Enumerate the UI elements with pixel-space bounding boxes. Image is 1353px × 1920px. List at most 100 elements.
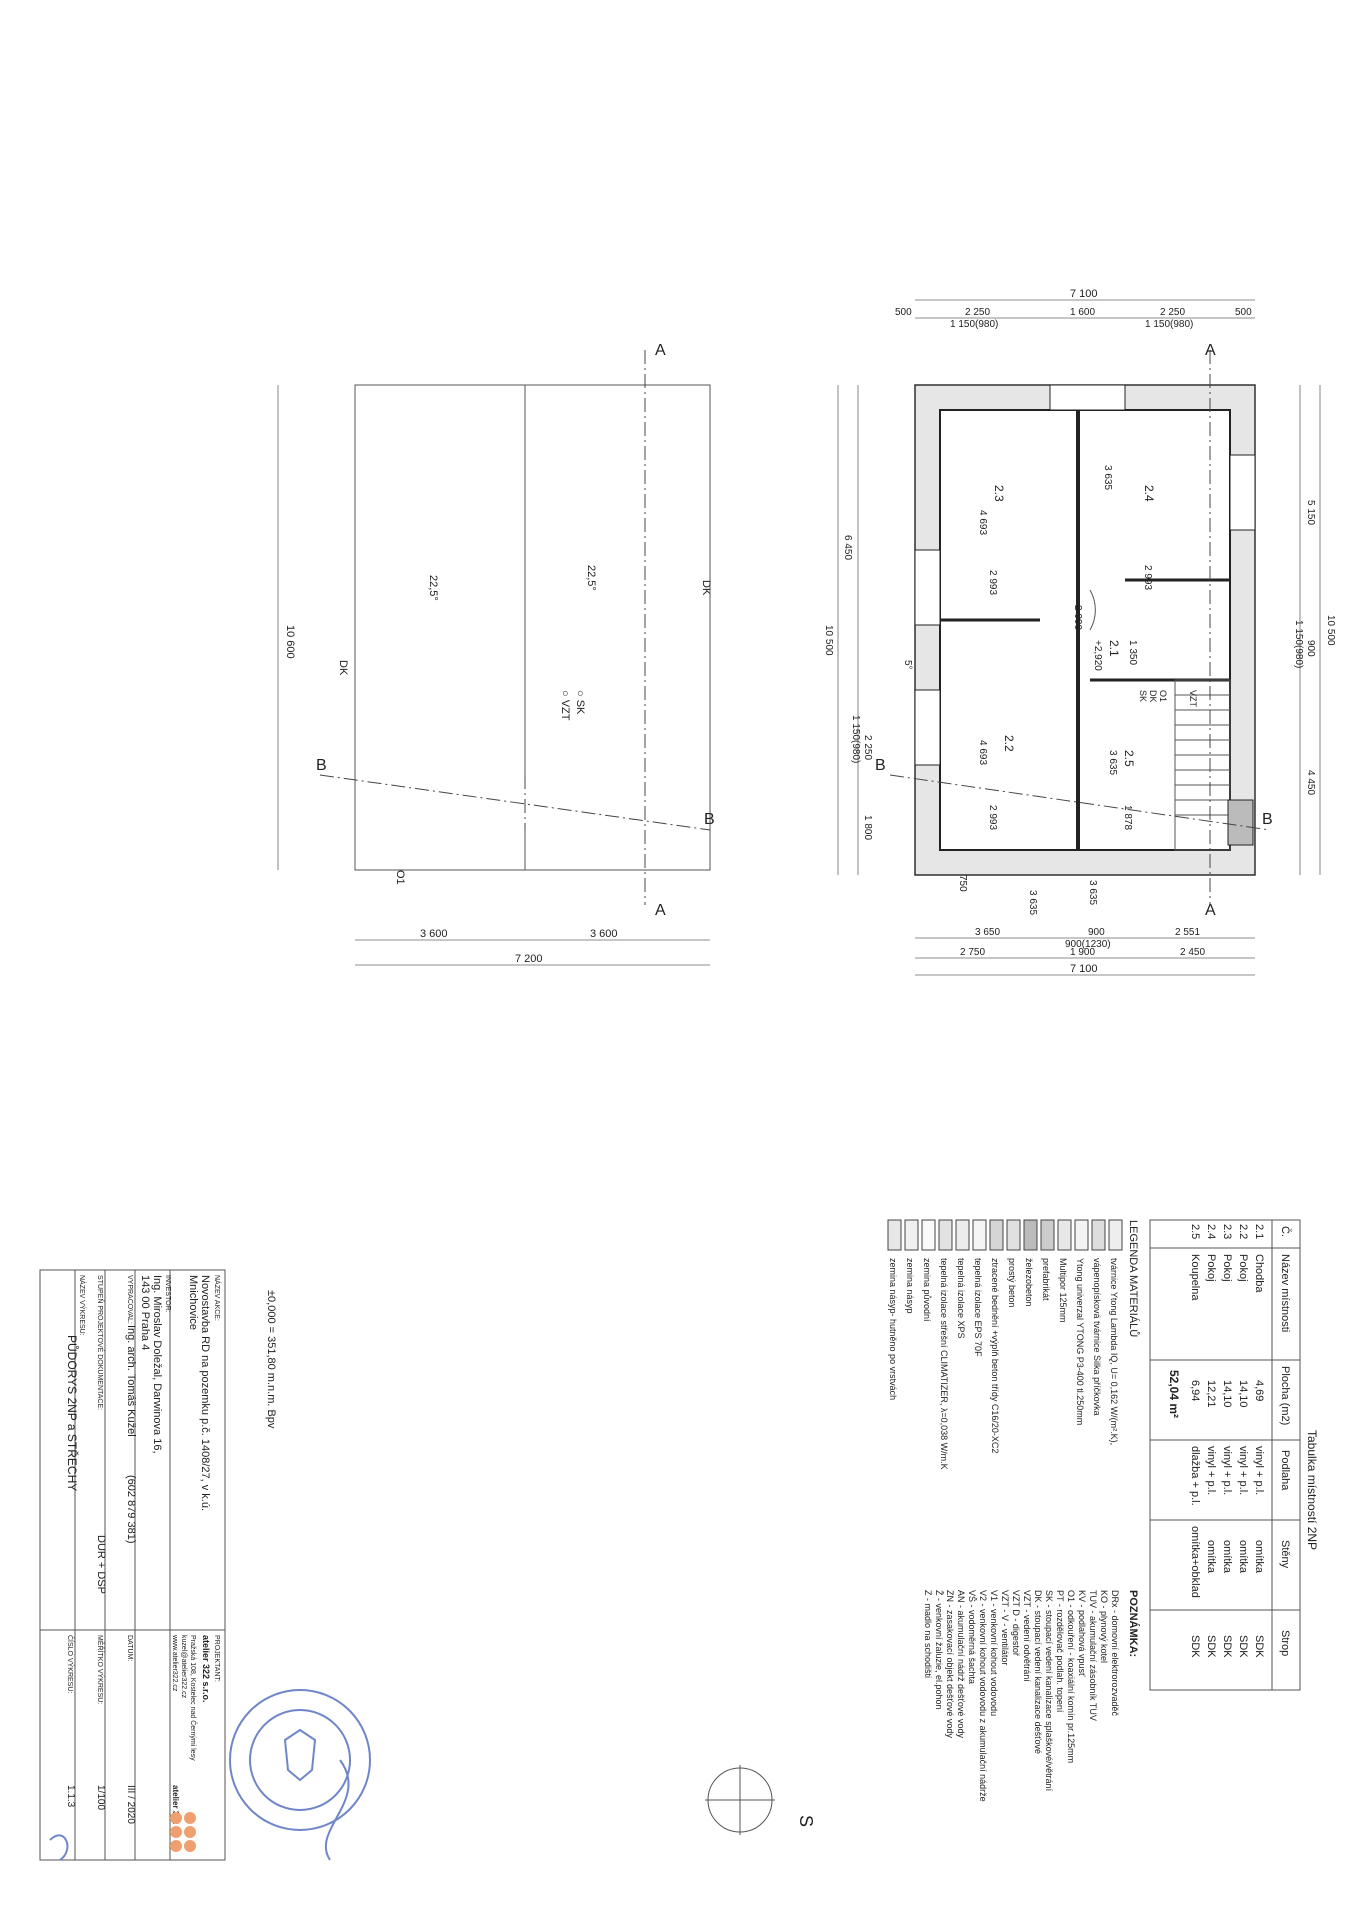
doc-stage: DUR + DSP: [95, 1535, 107, 1594]
svg-text:zemina násyp: zemina násyp: [905, 1258, 915, 1314]
drawing-number: 1.1.3: [65, 1785, 76, 1808]
svg-text:1 800: 1 800: [862, 815, 873, 840]
th-area: Plocha (m2): [1279, 1366, 1291, 1425]
title-block: NÁZEV AKCE: Novostavba RD na pozemku p.č…: [39, 1269, 226, 1861]
svg-text:omítka: omítka: [1253, 1540, 1265, 1574]
room-2-1: 2.1: [1107, 640, 1121, 657]
svg-text:SK - stoupací vedení kanalizac: SK - stoupací vedení kanalizace splaškov…: [1044, 1590, 1054, 1792]
materials-legend: LEGENDA MATERIÁLŮ tvárnice Ytong Lambda …: [887, 1219, 1140, 1470]
roof-outline: [354, 384, 711, 871]
roof-sk: ○ SK: [574, 690, 586, 715]
svg-text:ZN - zasakovací objekt dešťové: ZN - zasakovací objekt dešťové vody: [945, 1590, 955, 1738]
table-row: 2.1 Chodba 4,69 vinyl + p.l. omítka SDK: [1253, 1224, 1265, 1658]
th-name: Název místnosti: [1279, 1254, 1291, 1332]
staircase: [1174, 679, 1231, 851]
svg-text:omítka: omítka: [1237, 1540, 1249, 1574]
svg-text:tepelná izolace střešní CLIMAT: tepelná izolace střešní CLIMATIZER, λ=0,…: [939, 1258, 949, 1470]
svg-text:14,10: 14,10: [1237, 1380, 1249, 1408]
floor-section-b-right: B: [1262, 811, 1273, 828]
roof-dim-height: 10 600: [284, 625, 296, 659]
total-area: 52,04 m²: [1167, 1370, 1181, 1418]
table-row: 2.5 Koupelna 6,94 dlažba + p.l. omítka+o…: [1189, 1224, 1201, 1658]
room-2-4: 2.4: [1142, 485, 1156, 502]
table-row: 2.3 Pokoj 14,10 vinyl + p.l. omítka SDK: [1221, 1224, 1233, 1658]
svg-text:Multipor 125mm: Multipor 125mm: [1058, 1258, 1068, 1323]
svg-text:2 993: 2 993: [987, 805, 998, 830]
svg-text:2 750: 2 750: [960, 947, 985, 958]
svg-text:O1 - odkouření - koaxiální kom: O1 - odkouření - koaxiální komín pr.125m…: [1066, 1590, 1076, 1763]
svg-text:3 635: 3 635: [1102, 465, 1113, 490]
svg-text:Koupelna: Koupelna: [1189, 1254, 1201, 1301]
svg-text:KV - podlahová vpusť: KV - podlahová vpusť: [1077, 1590, 1087, 1677]
window-right: [1229, 454, 1256, 531]
svg-text:vinyl + p.l.: vinyl + p.l.: [1205, 1446, 1217, 1495]
svg-text:6,94: 6,94: [1189, 1380, 1201, 1401]
north-label: S: [796, 1815, 816, 1827]
th-ceiling: Strop: [1279, 1630, 1291, 1656]
svg-text:Pražská 108, Kostelec nad Čern: Pražská 108, Kostelec nad Černými lesy: [189, 1635, 198, 1761]
section-a-top: A: [655, 342, 666, 359]
svg-text:143 00 Praha 4: 143 00 Praha 4: [139, 1275, 151, 1350]
room-2-3: 2.3: [992, 485, 1006, 502]
svg-text:2.1: 2.1: [1253, 1224, 1265, 1239]
th-walls: Stěny: [1279, 1540, 1291, 1569]
floor-o1: 750: [957, 875, 968, 892]
roof-vzt: ○ VZT: [559, 690, 571, 721]
svg-text:AN - akumulační nádrž dešťové: AN - akumulační nádrž dešťové vody: [956, 1590, 966, 1738]
svg-text:kuzel@atelier322.cz: kuzel@atelier322.cz: [180, 1635, 187, 1699]
svg-text:ztracené bednění +výplň beton: ztracené bednění +výplň beton třídy C16/…: [990, 1258, 1000, 1453]
north-arrow: S: [705, 1765, 816, 1835]
svg-text:3 650: 3 650: [975, 927, 1000, 938]
svg-text:SDK: SDK: [1221, 1635, 1233, 1658]
scale: 1/100: [95, 1785, 106, 1810]
svg-text:500: 500: [895, 307, 912, 318]
svg-text:vápenopísková tvárnice Silka p: vápenopísková tvárnice Silka příčkovka: [1092, 1258, 1102, 1416]
svg-text:12,21: 12,21: [1205, 1380, 1217, 1408]
svg-text:900(1230): 900(1230): [1065, 939, 1111, 950]
svg-text:2.3: 2.3: [1221, 1224, 1233, 1239]
svg-text:2 000: 2 000: [1072, 605, 1083, 630]
window-left-2: [914, 689, 941, 766]
svg-text:10 500: 10 500: [1325, 615, 1336, 646]
svg-text:Mnichovice: Mnichovice: [187, 1275, 199, 1330]
notes-title: POZNÁMKA:: [1127, 1590, 1140, 1657]
floor-dim-total-top: 7 100: [1070, 288, 1098, 300]
floor-plan-2np: A A B B 2.3 4 693 2 993 2.4 3 635 2 993 …: [823, 288, 1336, 976]
svg-text:SK: SK: [1138, 690, 1148, 702]
roof-dim-1: 3 600: [420, 928, 448, 940]
svg-text:VZT D - digestoř: VZT D - digestoř: [1011, 1590, 1021, 1657]
logo-text: atelier 322: [171, 1785, 180, 1825]
svg-text:dlažba + p.l.: dlažba + p.l.: [1189, 1446, 1201, 1506]
elevation-note: ±0,000 = 351,80 m.n.m. Bpv: [265, 1290, 277, 1429]
svg-text:2 993: 2 993: [987, 570, 998, 595]
roof-slope-left: 22,5°: [427, 575, 439, 601]
svg-text:DATUM:: DATUM:: [126, 1635, 133, 1661]
svg-text:tvárnice Ytong Lambda IQ, U= 0: tvárnice Ytong Lambda IQ, U= 0,162 W/(m²…: [1109, 1258, 1119, 1445]
roof-dim-total: 7 200: [515, 953, 543, 965]
svg-text:O1: O1: [1158, 690, 1168, 702]
project-name: Novostavba RD na pozemku p.č. 1408/27, v…: [199, 1275, 211, 1511]
svg-text:SDK: SDK: [1205, 1635, 1217, 1658]
svg-text:SDK: SDK: [1237, 1635, 1249, 1658]
floor-section-a-top: A: [1205, 342, 1216, 359]
room-2-5: 2.5: [1122, 750, 1136, 767]
svg-text:2.5: 2.5: [1189, 1224, 1201, 1239]
svg-text:tepelná izolace EPS 70F: tepelná izolace EPS 70F: [973, 1258, 983, 1357]
stair-note: VZT: [1188, 690, 1198, 708]
svg-text:1 150(980): 1 150(980): [1293, 620, 1304, 668]
svg-text:V1 - venkovní kohout vodovodu: V1 - venkovní kohout vodovodu: [989, 1590, 999, 1716]
svg-text:2 250: 2 250: [862, 735, 873, 760]
th-floor: Podlaha: [1279, 1450, 1291, 1491]
section-b-right: B: [704, 811, 715, 828]
room-2-2: 2.2: [1002, 735, 1016, 752]
svg-text:900: 900: [1088, 927, 1105, 938]
svg-text:2 551: 2 551: [1175, 927, 1200, 938]
section-a-bottom: A: [655, 902, 666, 919]
drawing-title: PŮDORYS 2NP a STŘECHY: [65, 1335, 80, 1491]
svg-text:5°: 5°: [902, 660, 913, 670]
svg-text:zemina násyp- hutněno po vrstv: zemina násyp- hutněno po vrstvách: [888, 1258, 898, 1400]
svg-text:NÁZEV AKCE:: NÁZEV AKCE:: [213, 1275, 222, 1321]
svg-text:DK: DK: [1148, 690, 1158, 703]
room-table: Tabulka místností 2NP Č. Název místnosti…: [1149, 1219, 1319, 1691]
svg-text:zemina původní: zemina původní: [922, 1258, 932, 1322]
